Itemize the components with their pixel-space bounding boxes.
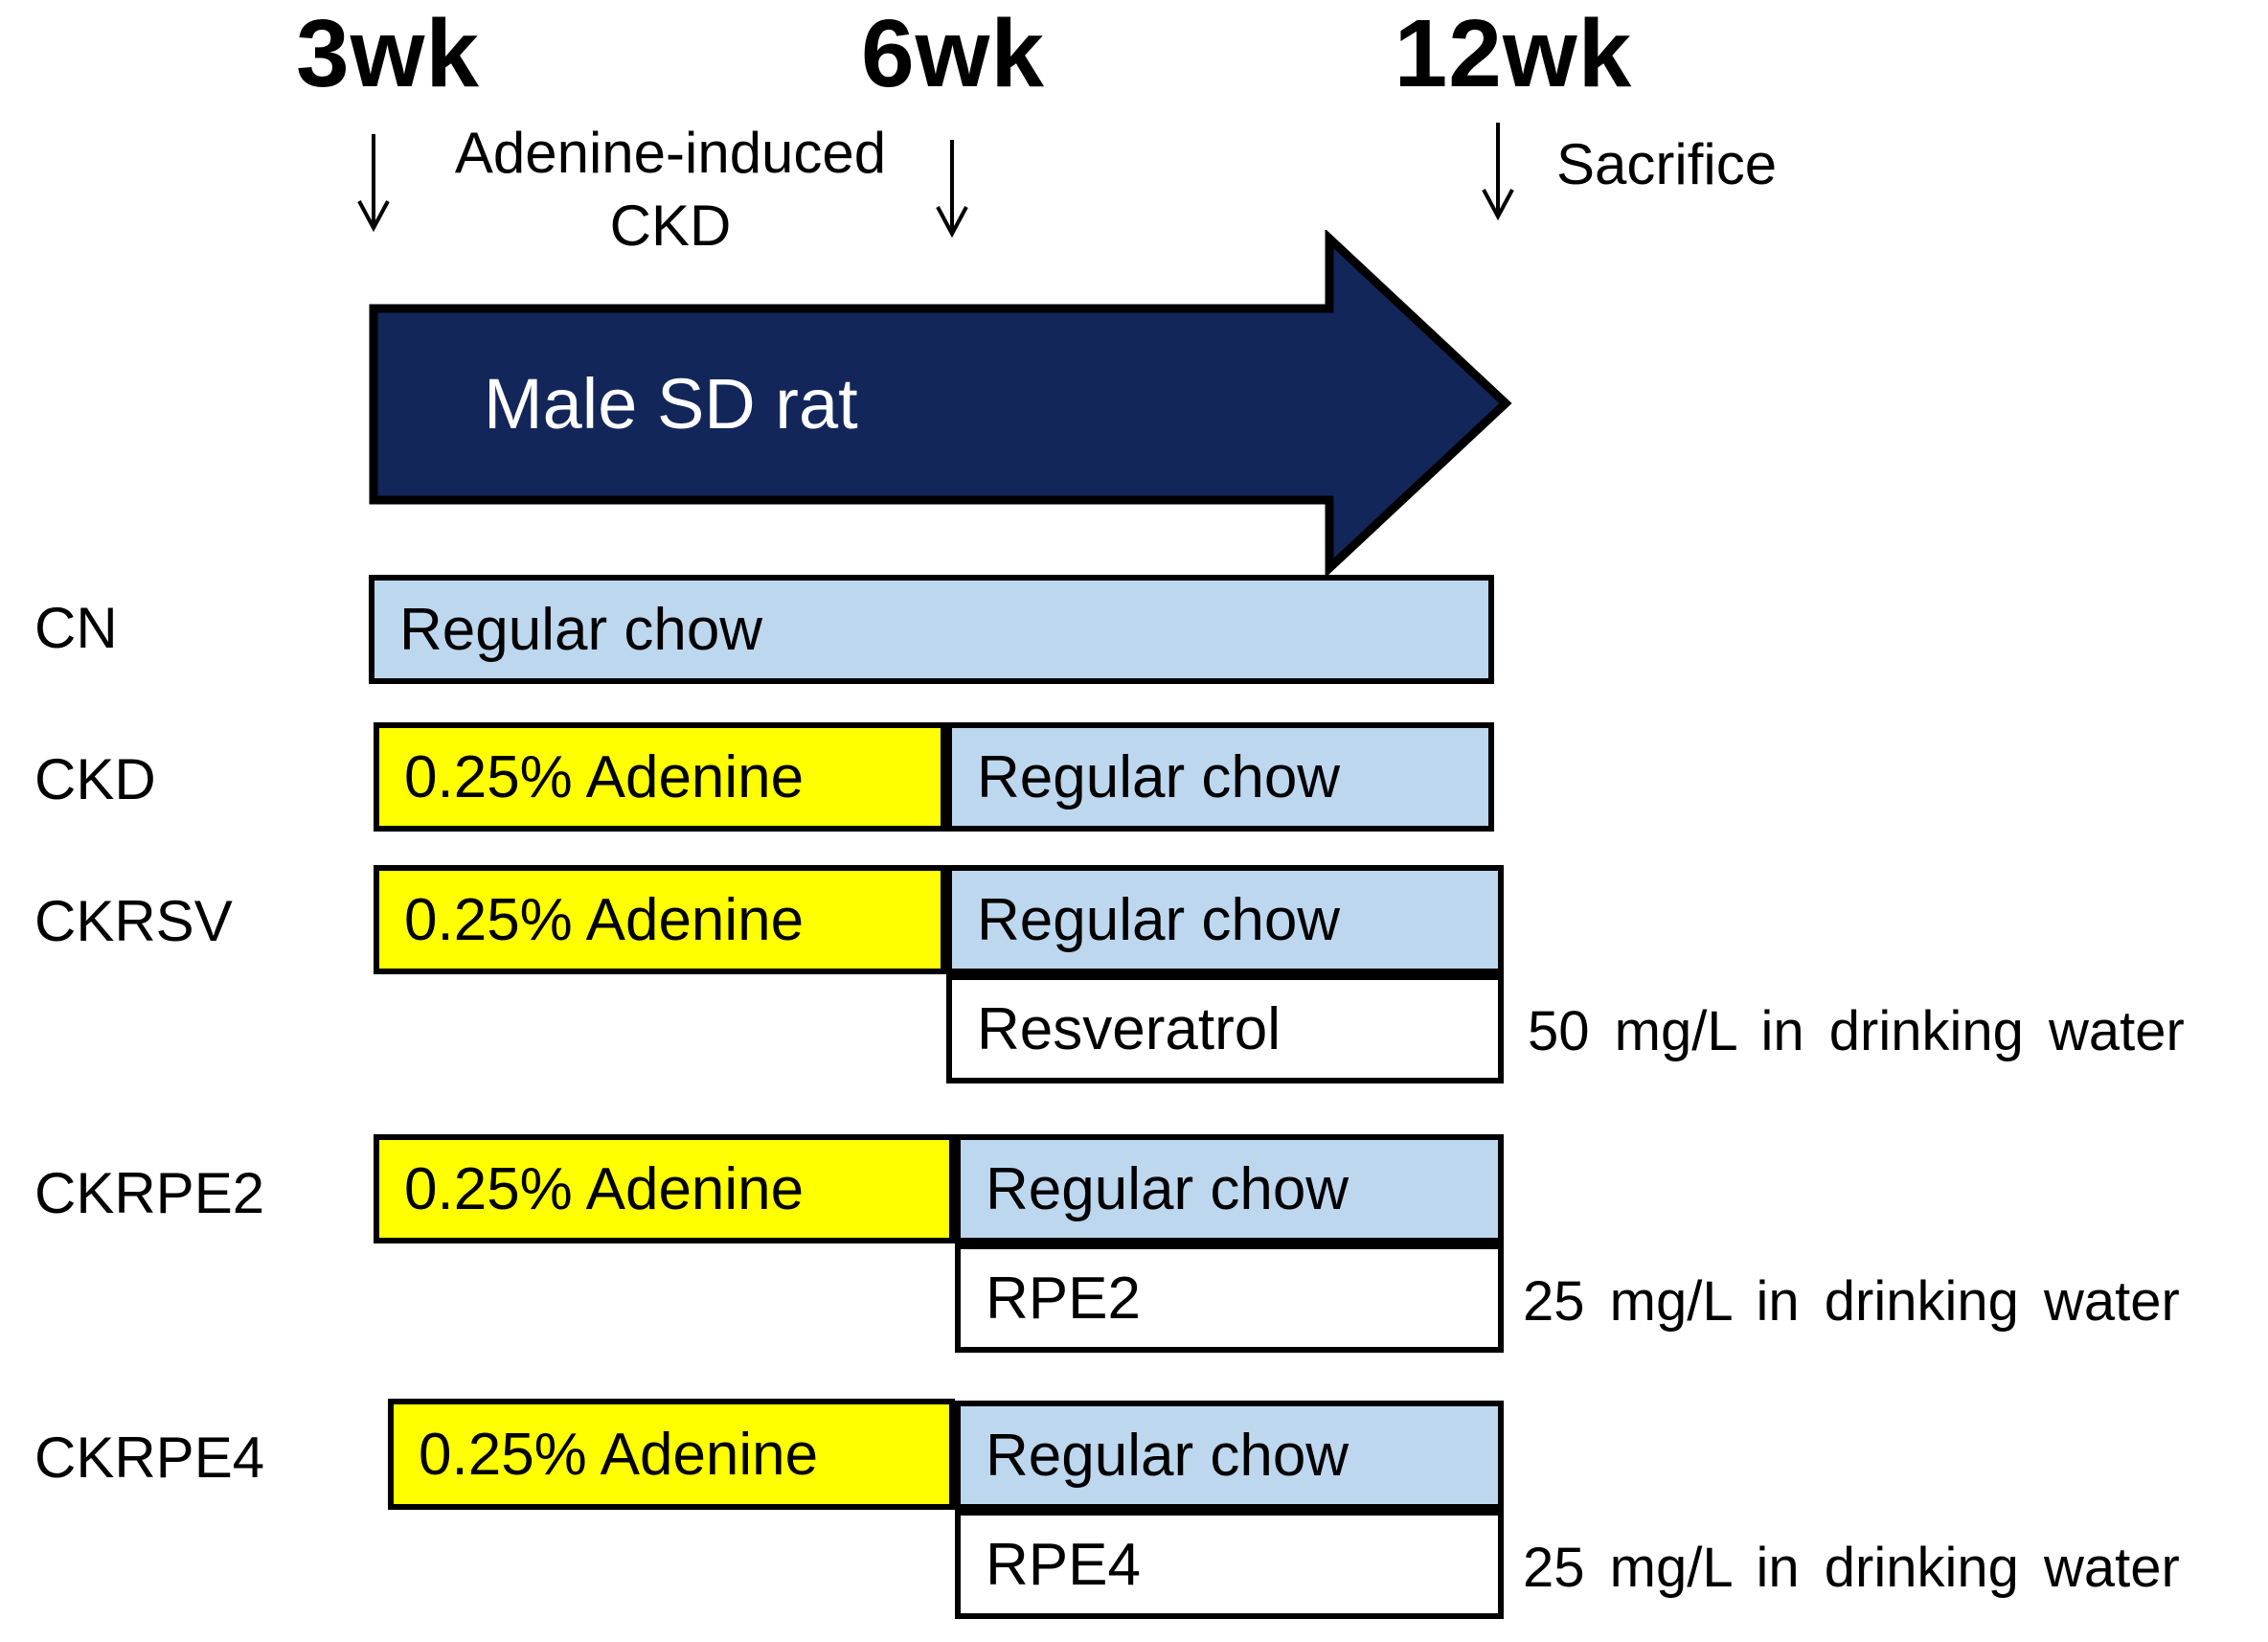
bar-label: Regular chow: [977, 743, 1341, 810]
bar-ckrsv-regular-chow: Regular chow: [946, 865, 1504, 974]
subject-arrow-label: Male SD rat: [484, 364, 858, 444]
bar-label: Regular chow: [399, 596, 763, 663]
timeline-marker-6wk: 6wk: [860, 0, 1045, 107]
induction-phase-label-line2: CKD: [609, 194, 732, 258]
bar-ckrsv-adenine: 0.25% Adenine: [374, 865, 946, 974]
bar-ckrpe2-adenine: 0.25% Adenine: [374, 1134, 955, 1243]
group-label-ckrpe2: CKRPE2: [34, 1161, 265, 1225]
induction-phase-label: Adenine-induced CKD: [412, 117, 929, 262]
bar-cn-regular-chow: Regular chow: [369, 575, 1494, 684]
bar-ckd-adenine: 0.25% Adenine: [374, 722, 946, 832]
bar-ckd-regular-chow: Regular chow: [946, 722, 1494, 832]
bar-label: RPE2: [986, 1265, 1141, 1332]
group-label-ckrsv: CKRSV: [34, 889, 233, 953]
bar-ckrpe4-rpe4: RPE4: [955, 1510, 1504, 1619]
bar-ckrpe2-rpe2: RPE2: [955, 1243, 1504, 1353]
timeline-marker-3wk: 3wk: [295, 0, 480, 107]
bar-ckrsv-resveratrol: Resveratrol: [946, 974, 1504, 1083]
bar-label: 0.25% Adenine: [419, 1421, 819, 1488]
group-label-cn: CN: [34, 596, 118, 660]
bar-label: 0.25% Adenine: [404, 886, 805, 953]
subject-timeline-arrow: [369, 230, 1512, 579]
bar-ckrpe4-adenine: 0.25% Adenine: [388, 1399, 955, 1510]
bar-label: 0.25% Adenine: [404, 743, 805, 810]
sacrifice-label: Sacrifice: [1556, 132, 1778, 196]
bar-label: Regular chow: [986, 1422, 1349, 1489]
group-label-ckrpe4: CKRPE4: [34, 1425, 265, 1490]
group-label-ckd: CKD: [34, 747, 156, 811]
bar-ckrpe4-regular-chow: Regular chow: [955, 1401, 1504, 1510]
dose-note-rpe4: 25 mg/L in drinking water: [1523, 1537, 2180, 1599]
dose-note-rpe2: 25 mg/L in drinking water: [1523, 1270, 2180, 1333]
bar-label: 0.25% Adenine: [404, 1155, 805, 1222]
bar-ckrpe2-regular-chow: Regular chow: [955, 1134, 1504, 1243]
bar-label: Resveratrol: [977, 995, 1281, 1062]
down-arrow-icon-12wk: [1482, 123, 1514, 220]
down-arrow-icon-6wk: [936, 140, 968, 238]
down-arrow-icon-3wk: [357, 134, 390, 232]
bar-label: Regular chow: [986, 1155, 1349, 1222]
bar-label: RPE4: [986, 1531, 1141, 1598]
bar-label: Regular chow: [977, 886, 1341, 953]
timeline-marker-12wk: 12wk: [1394, 0, 1633, 107]
induction-phase-label-line1: Adenine-induced: [454, 121, 887, 185]
dose-note-resveratrol: 50 mg/L in drinking water: [1528, 1000, 2185, 1062]
